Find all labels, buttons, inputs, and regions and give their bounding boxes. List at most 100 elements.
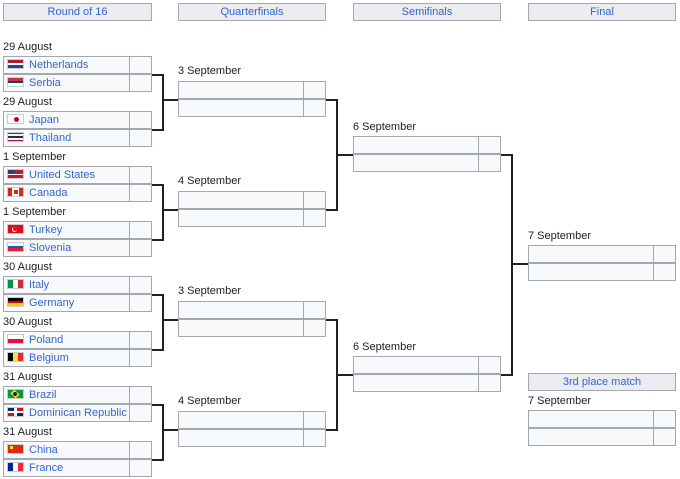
team-name-link[interactable]: Belgium	[4, 350, 69, 366]
team-name-link[interactable]: United States	[4, 167, 95, 183]
team-name: Germany	[29, 297, 75, 309]
third-place-date: 7 September	[528, 395, 591, 407]
team-score	[478, 136, 501, 154]
team-slot[interactable]: Italy	[3, 276, 152, 294]
team-name-link[interactable]: Thailand	[4, 130, 71, 146]
semifinal-date: 6 September	[353, 341, 416, 353]
connector-line	[152, 239, 163, 241]
team-name: Thailand	[29, 132, 72, 144]
team-slot[interactable]	[178, 429, 326, 447]
team-slot[interactable]	[353, 136, 501, 154]
header-quarterfinals: Quarterfinals	[178, 3, 326, 21]
team-slot[interactable]	[528, 428, 676, 446]
team-score	[129, 331, 152, 349]
team-name-link[interactable]: China	[4, 442, 58, 458]
team-score	[129, 349, 152, 367]
team-slot[interactable]: Netherlands	[3, 56, 152, 74]
team-slot[interactable]: Poland	[3, 331, 152, 349]
team-score	[129, 129, 152, 147]
team-name-link[interactable]: Germany	[4, 295, 74, 311]
team-score	[653, 245, 676, 263]
team-name: Japan	[29, 114, 59, 126]
connector-line	[326, 209, 337, 211]
team-name-link[interactable]: Japan	[4, 112, 59, 128]
team-score	[129, 404, 152, 422]
team-slot[interactable]	[353, 356, 501, 374]
header-final: Final	[528, 3, 676, 21]
team-slot[interactable]: Germany	[3, 294, 152, 312]
team-name: Serbia	[29, 77, 61, 89]
team-slot[interactable]	[178, 81, 326, 99]
r16-date: 1 September	[3, 206, 66, 218]
connector-line	[336, 374, 353, 376]
team-slot[interactable]	[528, 410, 676, 428]
team-slot[interactable]: Brazil	[3, 386, 152, 404]
team-slot[interactable]	[353, 154, 501, 172]
team-name: Dominican Republic	[29, 407, 127, 419]
final-date: 7 September	[528, 230, 591, 242]
team-slot[interactable]: Turkey	[3, 221, 152, 239]
team-slot[interactable]: China	[3, 441, 152, 459]
japan-flag-icon	[7, 114, 24, 124]
team-name-link[interactable]: Poland	[4, 332, 63, 348]
italy-flag-icon	[7, 279, 24, 289]
france-flag-icon	[7, 462, 24, 472]
r16-date: 29 August	[3, 96, 52, 108]
team-name: Netherlands	[29, 59, 89, 71]
team-name-link[interactable]: Slovenia	[4, 240, 71, 256]
team-slot[interactable]	[528, 245, 676, 263]
team-name: Belgium	[29, 352, 69, 364]
team-score	[129, 166, 152, 184]
team-name-link[interactable]: Turkey	[4, 222, 62, 238]
team-score	[478, 154, 501, 172]
team-score	[129, 74, 152, 92]
team-name-link[interactable]: Brazil	[4, 387, 57, 403]
connector-line	[152, 129, 163, 131]
team-slot[interactable]: Japan	[3, 111, 152, 129]
team-score	[303, 99, 326, 117]
r16-date: 31 August	[3, 426, 52, 438]
team-score	[129, 386, 152, 404]
netherlands-flag-icon	[7, 59, 24, 69]
quarterfinal-date: 4 September	[178, 175, 241, 187]
team-slot[interactable]	[178, 411, 326, 429]
team-name-link[interactable]: Italy	[4, 277, 49, 293]
team-score	[129, 111, 152, 129]
team-score	[478, 374, 501, 392]
quarterfinal-date: 3 September	[178, 65, 241, 77]
team-slot[interactable]: Thailand	[3, 129, 152, 147]
team-slot[interactable]: Belgium	[3, 349, 152, 367]
connector-line	[152, 184, 163, 186]
team-name-link[interactable]: Canada	[4, 185, 68, 201]
team-slot[interactable]	[178, 301, 326, 319]
team-slot[interactable]	[528, 263, 676, 281]
team-slot[interactable]: Dominican Republic	[3, 404, 152, 422]
team-name-link[interactable]: Serbia	[4, 75, 61, 91]
team-slot[interactable]: United States	[3, 166, 152, 184]
team-name: Canada	[29, 187, 68, 199]
team-name: Brazil	[29, 389, 57, 401]
r16-date: 30 August	[3, 261, 52, 273]
team-name-link[interactable]: France	[4, 460, 63, 476]
china-flag-icon	[7, 444, 24, 454]
team-slot[interactable]	[178, 319, 326, 337]
team-slot[interactable]: Canada	[3, 184, 152, 202]
team-name-link[interactable]: Netherlands	[4, 57, 88, 73]
connector-line	[326, 99, 337, 101]
team-slot[interactable]	[178, 99, 326, 117]
thailand-flag-icon	[7, 132, 24, 142]
header-semifinals: Semifinals	[353, 3, 501, 21]
team-name-link[interactable]: Dominican Republic	[4, 405, 127, 421]
connector-line	[326, 319, 337, 321]
team-slot[interactable]	[178, 209, 326, 227]
team-slot[interactable]: Serbia	[3, 74, 152, 92]
team-slot[interactable]: Slovenia	[3, 239, 152, 257]
connector-line	[152, 294, 163, 296]
team-slot[interactable]: France	[3, 459, 152, 477]
team-score	[129, 221, 152, 239]
team-score	[653, 428, 676, 446]
connector-line	[162, 404, 164, 461]
team-slot[interactable]	[178, 191, 326, 209]
connector-line	[162, 184, 164, 241]
team-slot[interactable]	[353, 374, 501, 392]
